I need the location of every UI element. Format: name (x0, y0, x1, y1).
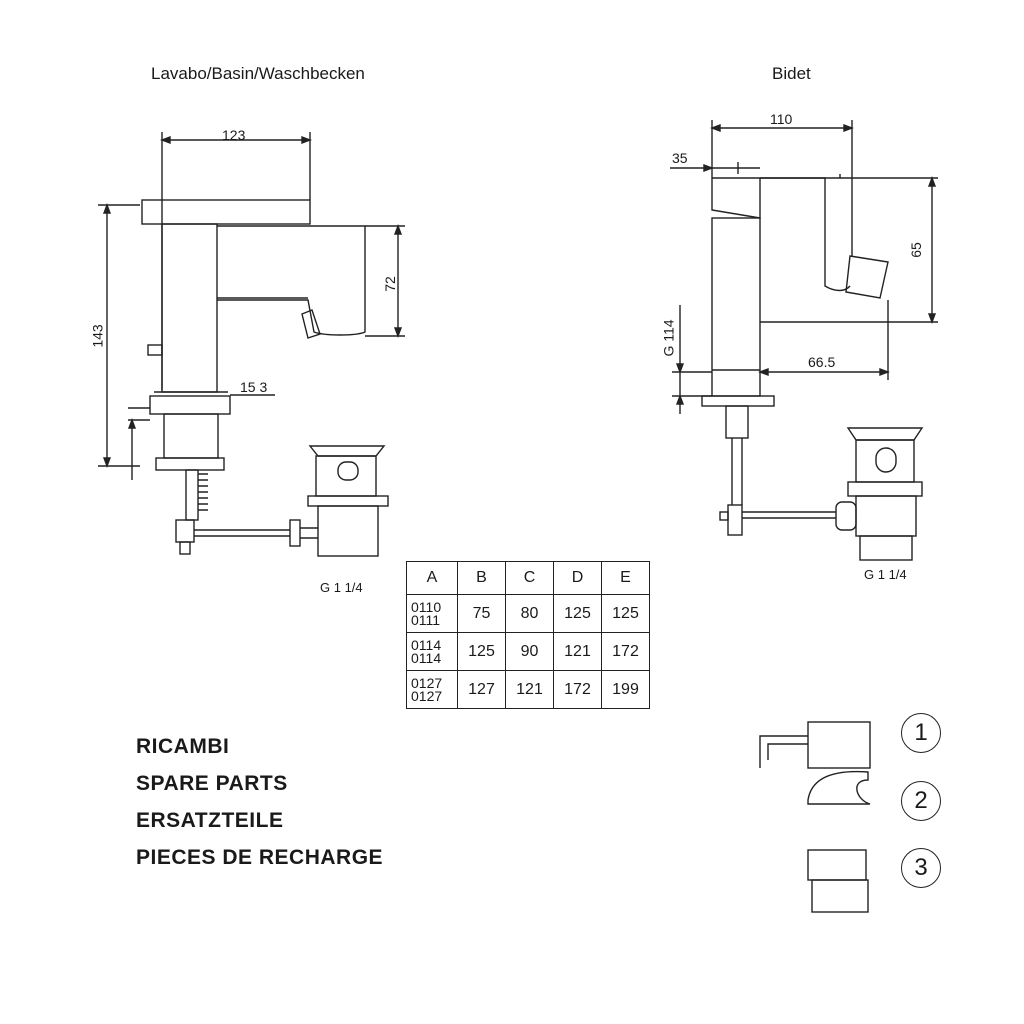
spare-part-sketches (759, 721, 871, 913)
bidet-reach-label: 66.5 (808, 354, 836, 370)
spare-parts-title-fr: PIECES DE RECHARGE (136, 846, 384, 869)
table-cell: 121 (505, 670, 554, 709)
table-header: C (505, 561, 554, 595)
basin-title: Lavabo/Basin/Waschbecken (151, 64, 365, 83)
table-cell: 121 (553, 632, 602, 671)
table-cell: 125 (457, 632, 506, 671)
table-cell: 127 (457, 670, 506, 709)
bidet-width-label: 110 (770, 111, 793, 127)
bidet-height-label: 65 (907, 242, 924, 258)
table-cell: 75 (457, 594, 506, 633)
table-cell: 90 (505, 632, 554, 671)
spare-parts-title-en: SPARE PARTS (136, 772, 288, 795)
basin-waste-label: G 1 1/4 (320, 580, 363, 595)
table-cell: 125 (553, 594, 602, 633)
bidet-title: Bidet (772, 64, 811, 83)
table-header: A (406, 561, 458, 595)
table-header-row: A B C D E (406, 561, 650, 595)
bidet-mixer-drawing (670, 120, 938, 561)
table-cell: 80 (505, 594, 554, 633)
basin-spout-drop-label: 72 (381, 276, 398, 292)
table-cell: 172 (553, 670, 602, 709)
part-number-2: 2 (901, 781, 941, 821)
table-cell: 172 (601, 632, 650, 671)
part-number-3: 3 (901, 848, 941, 888)
spare-parts-title-de: ERSATZTEILE (136, 809, 284, 832)
table-cell: 125 (601, 594, 650, 633)
basin-height-label: 143 (89, 324, 106, 348)
table-header: D (553, 561, 602, 595)
basin-mixer-drawing (98, 132, 405, 557)
bidet-waste-label: G 1 1/4 (864, 567, 907, 582)
part-number-1: 1 (901, 713, 941, 753)
spare-parts-title-it: RICAMBI (136, 735, 230, 758)
basin-width-label: 123 (222, 127, 246, 143)
table-header: E (601, 561, 650, 595)
basin-base-label: 15 3 (240, 379, 268, 395)
table-cell: 199 (601, 670, 650, 709)
bidet-thread-label: G 114 (660, 319, 677, 357)
table-header: B (457, 561, 506, 595)
bidet-offset-label: 35 (672, 150, 688, 166)
